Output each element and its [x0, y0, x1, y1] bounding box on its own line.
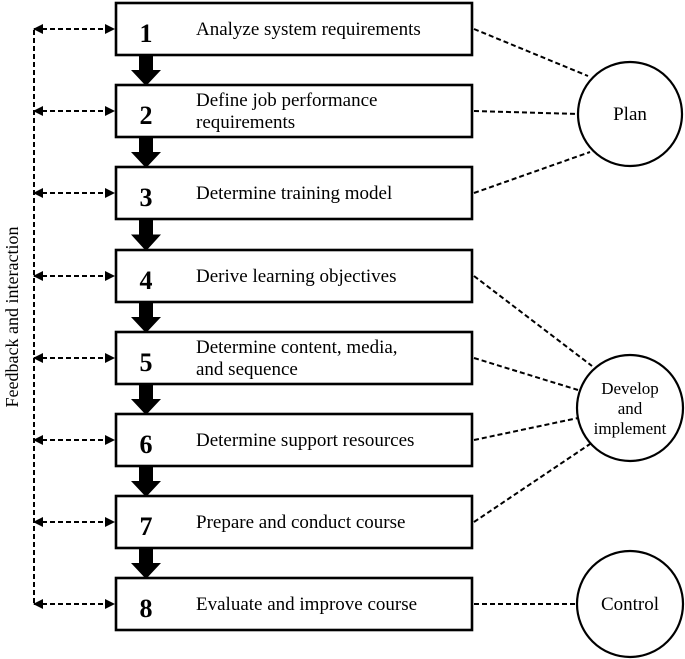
steps: 1 Analyze system requirements 2 Define job … — [114, 1, 474, 632]
step-box — [114, 165, 474, 221]
step-number: 7 — [140, 512, 153, 541]
step-label: and sequence — [196, 359, 298, 380]
step-7: 7 Prepare and conduct course — [114, 494, 474, 550]
step-box — [114, 494, 474, 550]
phase-label: Develop — [601, 379, 659, 398]
phase-connector — [473, 275, 593, 367]
step-box — [114, 576, 474, 632]
phase-connector — [473, 28, 589, 77]
feedback-label: Feedback and interaction — [2, 227, 22, 408]
step-label: Determine training model — [196, 183, 392, 204]
step-label: requirements — [196, 112, 295, 133]
flow-arrow — [131, 466, 161, 497]
phase-connector — [473, 443, 591, 523]
phase-connector — [473, 110, 579, 115]
step-4: 4 Derive learning objectives — [114, 248, 474, 304]
step-label: Define job performance — [196, 90, 377, 111]
flow-arrow — [131, 55, 161, 86]
flow-arrow — [131, 548, 161, 579]
step-5: 5 Determine content, media,and sequence — [114, 330, 474, 386]
phase-label: Plan — [613, 104, 647, 125]
step-number: 8 — [140, 594, 153, 623]
step-number: 2 — [140, 101, 153, 130]
flow-arrow — [131, 384, 161, 415]
step-box — [114, 248, 474, 304]
phase-label: Control — [601, 594, 659, 615]
phase-connector — [473, 357, 579, 391]
step-number: 6 — [140, 430, 153, 459]
step-8: 8 Evaluate and improve course — [114, 576, 474, 632]
step-label: Determine support resources — [196, 430, 414, 451]
step-number: 5 — [140, 348, 153, 377]
step-1: 1 Analyze system requirements — [114, 1, 474, 57]
step-box — [114, 83, 474, 139]
flow-arrow — [131, 302, 161, 333]
flow-arrows — [33, 24, 161, 609]
step-label: Prepare and conduct course — [196, 512, 405, 533]
step-box — [114, 1, 474, 57]
step-number: 1 — [140, 19, 153, 48]
phase-plan: Plan — [576, 60, 684, 168]
step-number: 4 — [140, 266, 153, 295]
phase-label: and — [618, 399, 643, 418]
phase-connector — [473, 151, 591, 194]
phase-label: implement — [594, 419, 667, 438]
step-label: Determine content, media, — [196, 337, 398, 358]
step-box — [114, 330, 474, 386]
step-label: Derive learning objectives — [196, 266, 396, 287]
step-number: 3 — [140, 183, 153, 212]
phase-connector — [473, 417, 579, 441]
phase-circle — [575, 549, 685, 659]
phase-circle — [576, 60, 684, 168]
step-label: Analyze system requirements — [196, 19, 421, 40]
phase-circle — [575, 353, 685, 463]
phase-control: Control — [575, 549, 685, 659]
phase-connectors — [473, 28, 593, 605]
step-3: 3 Determine training model — [114, 165, 474, 221]
flow-arrow — [131, 219, 161, 251]
flow-arrow — [131, 137, 161, 168]
step-label: Evaluate and improve course — [196, 594, 417, 615]
step-box — [114, 412, 474, 468]
step-6: 6 Determine support resources — [114, 412, 474, 468]
